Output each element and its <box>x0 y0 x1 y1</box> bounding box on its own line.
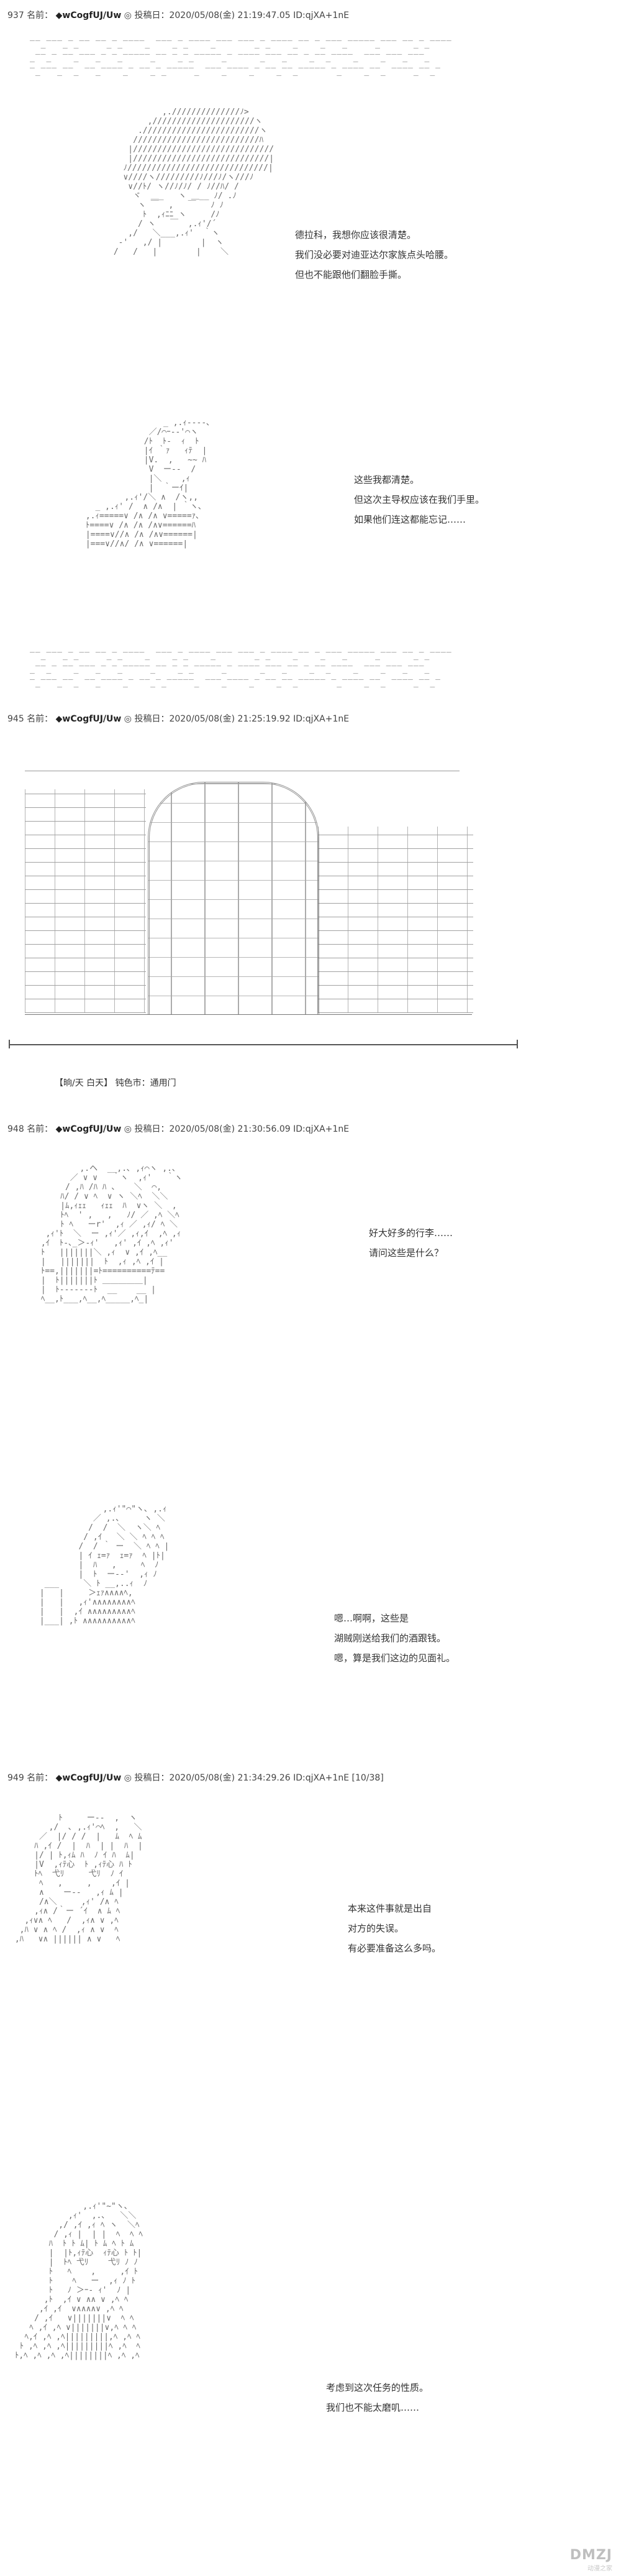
dialogue-line: 本来这件事就是出自 <box>348 1903 432 1914</box>
ascii-art-character: _ ,.ｨ-‐--､ ／/⌒ｰ-‐'⌒ヽ /ﾄ ﾄ- ｨ ﾄ |ｲ ｀ｧ ｨﾃ … <box>85 418 211 549</box>
post-number: 949 <box>7 1773 24 1783</box>
post-datetime: 2020/05/08(金) 21:19:47.05 <box>169 11 291 21</box>
author-trip[interactable]: ◆wCogfUJ/Uw <box>55 11 122 21</box>
decorative-dash-row: ‾_‾‾‾_‾‾_ ‾‾_‾‾‾‾_‾ ‾‾_‾_‾‾‾‾‾_ ‾‾‾_‾‾‾‾… <box>30 67 441 76</box>
decorative-dash-row: _‾‾_‾ ‾‾_‾‾‾_‾ ‾_‾‾‾‾‾_‾‾ ‾_‾_‾‾‾‾‾_‾ ‾‾… <box>30 665 430 674</box>
divider-cap <box>508 1040 518 1048</box>
post-header: 945 名前： ◆wCogfUJ/Uw ◎ 投稿日：2020/05/08(金) … <box>7 712 349 725</box>
divider-cap <box>9 1040 19 1048</box>
ascii-art-character: ﾄ ー-‐ , ヽ ,/ ､ ,.ｨ'⌒ﾍ , ＼ ／ |/ / / | ﾑ ﾍ… <box>14 1813 143 1944</box>
dialogue-line: 我们没必要对迪亚达尔家族点头哈腰。 <box>295 249 454 260</box>
dialogue-line: 但也不能跟他们翻脸手撕。 <box>295 269 407 280</box>
name-label: 名前： <box>27 11 53 21</box>
dialogue-line: 我们也不能太磨叽…… <box>326 2402 420 2413</box>
section-divider <box>9 1044 518 1045</box>
site-watermark-logo: DMZJ 动漫之家 <box>570 2547 612 2572</box>
post-id: ID:qjXA+1nE <box>293 714 350 724</box>
ascii-art-character: ,.ｨ'"⌒"ヽ､ ,.ｨ ／ ,.､ ヽ ＼ / / ＼ ヽ＼ ﾍ / ,ｲ … <box>39 1505 170 1626</box>
post-number: 948 <box>7 1124 24 1134</box>
dialogue-line: 对方的失误。 <box>348 1923 404 1934</box>
date-label: 投稿日： <box>134 714 170 724</box>
ascii-art-brick-wall <box>25 789 146 1013</box>
id-mark-icon: ◎ <box>124 1773 132 1783</box>
post-id: ID:qjXA+1nE <box>293 1124 350 1134</box>
post-datetime: 2020/05/08(金) 21:25:19.92 <box>169 714 291 724</box>
post-header: 949 名前： ◆wCogfUJ/Uw ◎ 投稿日：2020/05/08(金) … <box>7 1771 384 1784</box>
dialogue-block: 嗯…啊啊，这些是 湖贼刚送给我们的酒跟钱。 嗯，算是我们这边的见面礼。 <box>334 1608 455 1668</box>
dialogue-block: 德拉科，我想你应该很清楚。 我们没必要对迪亚达尔家族点头哈腰。 但也不能跟他们翻… <box>295 225 453 285</box>
decorative-dash-row: ‾‾_‾‾‾_‾_‾‾ ‾‾_‾_‾‾‾‾_ ‾‾‾_‾_‾‾‾‾_‾‾‾ ‾‾… <box>30 40 452 49</box>
post-id: ID:qjXA+1nE <box>293 1773 350 1783</box>
ground-line <box>25 1014 472 1015</box>
date-label: 投稿日： <box>134 1124 170 1134</box>
dialogue-line: 如果他们连这都能忘记…… <box>354 514 466 525</box>
id-mark-icon: ◎ <box>124 1124 132 1134</box>
id-mark-icon: ◎ <box>124 714 132 724</box>
dialogue-line: 考虑到这次任务的性质。 <box>326 2382 429 2393</box>
post-number: 937 <box>7 11 24 21</box>
ascii-art-gate-arch <box>148 782 319 1015</box>
post-page-counter: [10/38] <box>351 1773 384 1783</box>
dialogue-line: 有必要准备这么多吗。 <box>348 1943 442 1954</box>
name-label: 名前： <box>27 714 53 724</box>
ascii-art-brick-wall <box>318 827 473 1013</box>
dialogue-block: 考虑到这次任务的性质。 我们也不能太磨叽…… <box>326 2378 428 2418</box>
watermark-brand: DMZJ <box>569 2547 612 2563</box>
ascii-art-character: ,.//////////////ﾉ> ,////////////////////… <box>113 108 274 257</box>
author-trip[interactable]: ◆wCogfUJ/Uw <box>55 714 122 724</box>
date-label: 投稿日： <box>134 1773 170 1783</box>
author-trip[interactable]: ◆wCogfUJ/Uw <box>55 1773 122 1783</box>
ascii-art-character: ,.ｨ'"~"ヽ､ ,ｨ' ,.､ ＼＼ ,/ ,ｲ ,ｨ ﾍ ヽ ＼ﾍ / ,… <box>14 2202 143 2360</box>
dialogue-line: 好大好多的行李…… <box>369 1227 453 1239</box>
dialogue-block: 这些我都清楚。 但这次主导权应该在我们手里。 如果他们连这都能忘记…… <box>354 470 484 529</box>
scene-location-caption: 【晌/天 白天】 钝色市：通用门 <box>55 1078 176 1088</box>
dialogue-line: 请问这些是什么？ <box>369 1247 444 1258</box>
post-datetime: 2020/05/08(金) 21:34:29.26 <box>169 1773 291 1783</box>
ascii-art-character-with-luggage: ,.ヘ __,.､ ,ｨ⌒ヽ ,.､ ／ ∨ ∨ ｀ヽ ,ｨ' ｀ヽ / ,ﾊ … <box>40 1164 183 1304</box>
id-mark-icon: ◎ <box>124 11 132 21</box>
post-datetime: 2020/05/08(金) 21:30:56.09 <box>169 1124 291 1134</box>
dialogue-line: 湖贼刚送给我们的酒跟钱。 <box>334 1633 446 1644</box>
date-label: 投稿日： <box>134 11 170 21</box>
post-header: 948 名前： ◆wCogfUJ/Uw ◎ 投稿日：2020/05/08(金) … <box>7 1122 349 1135</box>
post-number: 945 <box>7 714 24 724</box>
author-trip[interactable]: ◆wCogfUJ/Uw <box>55 1124 122 1134</box>
dialogue-line: 嗯，算是我们这边的见面礼。 <box>334 1652 456 1664</box>
post-header: 937 名前： ◆wCogfUJ/Uw ◎ 投稿日：2020/05/08(金) … <box>7 9 349 21</box>
post-id: ID:qjXA+1nE <box>293 11 350 21</box>
dialogue-block: 好大好多的行李…… 请问这些是什么？ <box>369 1223 453 1263</box>
dialogue-line: 嗯…啊啊，这些是 <box>334 1613 409 1624</box>
decorative-dash-row: ‾_‾‾‾_‾‾_ ‾‾_‾‾‾‾_‾ ‾‾_‾_‾‾‾‾‾_ ‾‾‾_‾‾‾‾… <box>30 679 441 688</box>
decorative-dash-row: ‾‾_‾‾‾_‾_‾‾ ‾‾_‾_‾‾‾‾_ ‾‾‾_‾_‾‾‾‾_‾‾‾ ‾‾… <box>30 651 452 661</box>
dialogue-line: 这些我都清楚。 <box>354 474 420 485</box>
dialogue-line: 德拉科，我想你应该很清楚。 <box>295 229 417 241</box>
watermark-subtitle: 动漫之家 <box>587 2565 612 2572</box>
dialogue-line: 但这次主导权应该在我们手里。 <box>354 494 485 505</box>
name-label: 名前： <box>27 1124 53 1134</box>
decorative-dash-row: _‾‾_‾ ‾‾_‾‾‾_‾ ‾_‾‾‾‾‾_‾‾ ‾_‾_‾‾‾‾‾_‾ ‾‾… <box>30 53 430 63</box>
name-label: 名前： <box>27 1773 53 1783</box>
dialogue-block: 本来这件事就是出自 对方的失误。 有必要准备这么多吗。 <box>348 1899 441 1958</box>
